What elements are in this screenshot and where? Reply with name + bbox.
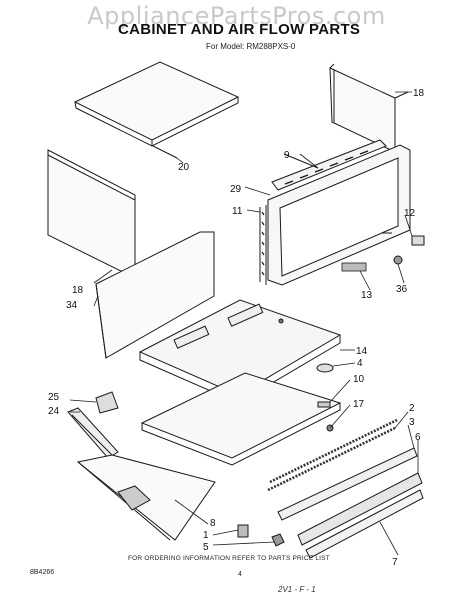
callout-6: 6 — [415, 432, 421, 443]
handwritten-note: 2V1 - F - 1 — [278, 585, 316, 594]
callout-3: 3 — [409, 417, 415, 428]
base-plate — [140, 372, 342, 466]
callout-17: 17 — [353, 399, 365, 410]
callout-13: 13 — [361, 290, 373, 301]
bottom-deck — [138, 299, 342, 404]
callout-5: 5 — [203, 542, 209, 553]
callout-34: 34 — [66, 300, 78, 311]
callout-labels: 20 18 9 29 11 12 18 34 36 13 14 4 10 25 … — [48, 88, 425, 568]
callout-20: 20 — [178, 162, 190, 173]
callout-18-left: 18 — [72, 285, 84, 296]
model-subtitle: For Model: RM288PXS-0 — [206, 42, 296, 51]
top-panel — [73, 61, 240, 159]
callout-7: 7 — [392, 557, 398, 568]
lower-baffle — [76, 454, 216, 541]
watermark: AppliancePartsPros.com — [87, 2, 386, 30]
callout-29: 29 — [230, 184, 242, 195]
callout-12: 12 — [404, 208, 416, 219]
callout-8: 8 — [210, 518, 216, 529]
callout-11: 11 — [232, 206, 243, 217]
callout-14: 14 — [356, 346, 368, 357]
callout-4: 4 — [357, 358, 363, 369]
document-number: 8B4266 — [30, 569, 55, 576]
callout-24: 24 — [48, 406, 60, 417]
ordering-info-footer: FOR ORDERING INFORMATION REFER TO PARTS … — [128, 555, 330, 562]
air-duct-parts — [67, 391, 119, 459]
leader-lines — [69, 91, 419, 556]
right-side-panel — [329, 63, 409, 153]
callout-2: 2 — [409, 403, 415, 414]
diagram-title: CABINET AND AIR FLOW PARTS — [118, 21, 361, 38]
callout-1: 1 — [203, 530, 209, 541]
upper-grille — [271, 139, 387, 191]
mounting-clips — [237, 524, 285, 547]
callout-18-right: 18 — [413, 88, 425, 99]
frame-clip-parts — [341, 235, 425, 272]
callout-36: 36 — [396, 284, 408, 295]
kick-plate-assembly — [267, 418, 424, 559]
page-number: 4 — [238, 571, 242, 578]
callout-25: 25 — [48, 392, 60, 403]
callout-10: 10 — [353, 374, 365, 385]
left-side-panel — [47, 149, 215, 359]
callout-9: 9 — [284, 150, 290, 161]
grommet — [316, 363, 334, 373]
